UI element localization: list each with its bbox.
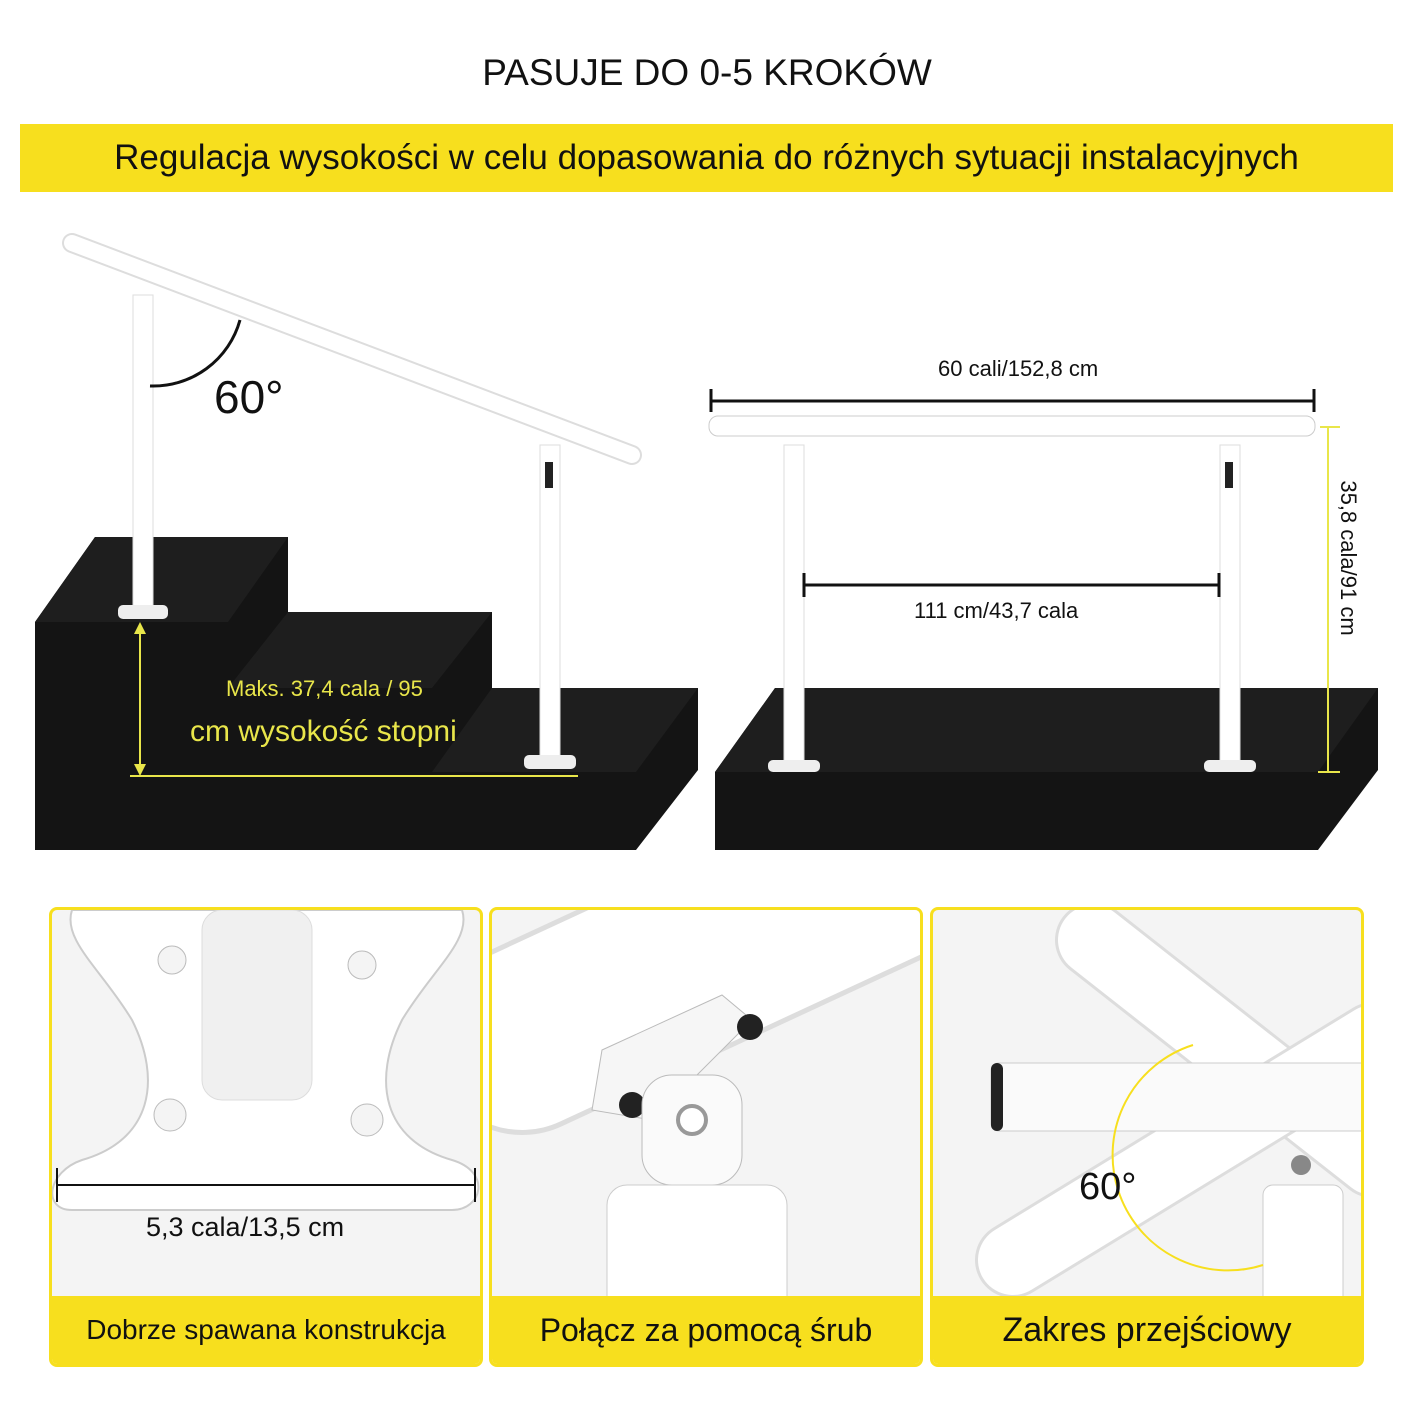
stairs-left <box>35 537 698 850</box>
straight-handrail <box>708 389 1340 773</box>
panel-angle: 60° Zakres przejściowy <box>930 907 1364 1367</box>
railing-diagrams <box>35 233 1378 850</box>
angle-label-left: 60° <box>214 371 284 423</box>
angle-label-panel: 60° <box>1079 1166 1137 1208</box>
sloped-handrail <box>62 233 642 777</box>
platform-right <box>715 688 1378 850</box>
height-label-line2: cm wysokość stopni <box>190 715 457 748</box>
height-label-right: 35,8 cala/91 cm <box>1336 480 1361 636</box>
plate-width-label: 5,3 cala/13,5 cm <box>146 1212 345 1242</box>
panel-welded: 5,3 cala/13,5 cm Dobrze spawana konstruk… <box>49 907 483 1367</box>
total-length-label: 60 cali/152,8 cm <box>938 356 1099 381</box>
caption-bar: Połącz za pomocą śrub <box>492 1296 920 1364</box>
feature-banner: Regulacja wysokości w celu dopasowania d… <box>20 124 1393 192</box>
panel-bolts: Połącz za pomocą śrub <box>489 907 923 1367</box>
page-title: PASUJE DO 0-5 KROKÓW <box>482 52 932 93</box>
bolt-joint-illustration <box>492 910 920 1364</box>
post-spacing-label: 111 cm/43,7 cala <box>914 598 1079 623</box>
caption-bar: Dobrze spawana konstrukcja <box>52 1296 480 1364</box>
base-plate-illustration <box>52 910 480 1211</box>
caption-bar: Zakres przejściowy <box>933 1296 1361 1364</box>
height-label-line1: Maks. 37,4 cala / 95 <box>226 676 423 701</box>
angle-range-illustration <box>975 910 1361 1364</box>
